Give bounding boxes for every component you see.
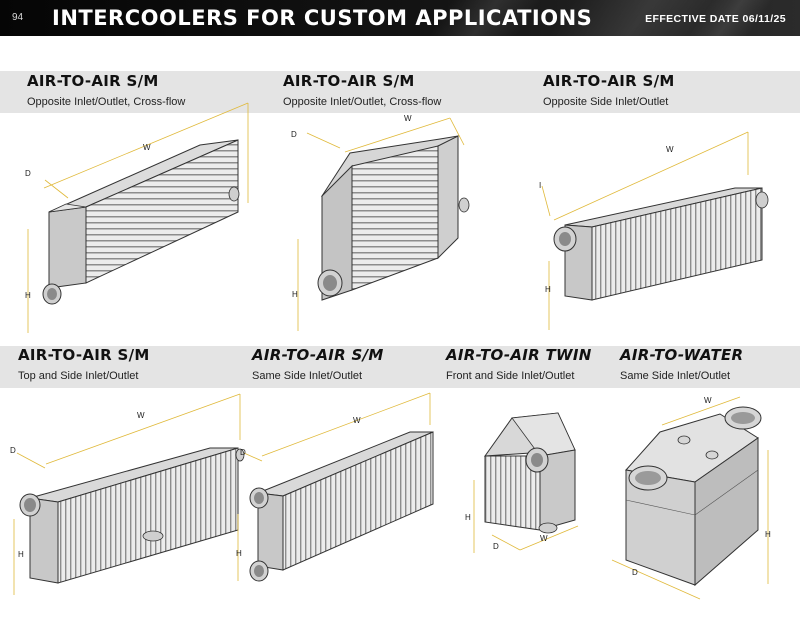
product-subtitle: Front and Side Inlet/Outlet	[446, 370, 575, 382]
dim-label-extra: I	[539, 181, 541, 190]
product-title: AIR-TO-WATER	[620, 346, 744, 364]
dim-label-height: H	[765, 530, 771, 539]
caption-band-bottom	[0, 346, 800, 388]
dim-label-depth: D	[240, 448, 246, 457]
dim-label-width: W	[353, 416, 361, 425]
product-subtitle: Same Side Inlet/Outlet	[620, 370, 731, 382]
dim-label-depth: D	[291, 130, 297, 139]
product-caption-6: AIR-TO-AIR TWIN Front and Side Inlet/Out…	[446, 346, 592, 382]
dim-label-width: W	[143, 143, 151, 152]
page-number: 94	[12, 12, 24, 23]
product-caption-4: AIR-TO-AIR S/M Top and Side Inlet/Outlet	[18, 346, 150, 382]
product-title: AIR-TO-AIR S/M	[283, 72, 415, 90]
dim-label-depth: D	[10, 446, 16, 455]
product-subtitle: Opposite Inlet/Outlet, Cross-flow	[283, 96, 442, 108]
effective-date: EFFECTIVE DATE 06/11/25	[645, 13, 786, 25]
page-title: INTERCOOLERS FOR CUSTOM APPLICATIONS	[52, 6, 593, 30]
intercooler-drawing-7: W H D	[611, 396, 771, 600]
product-caption-5: AIR-TO-AIR S/M Same Side Inlet/Outlet	[252, 346, 384, 382]
product-subtitle: Top and Side Inlet/Outlet	[18, 370, 139, 382]
product-caption-7: AIR-TO-WATER Same Side Inlet/Outlet	[620, 346, 743, 382]
product-title: AIR-TO-AIR S/M	[27, 72, 159, 90]
dim-label-depth: D	[632, 568, 638, 577]
product-caption-3: AIR-TO-AIR S/M Opposite Side Inlet/Outle…	[543, 72, 675, 108]
product-caption-1: AIR-TO-AIR S/M Opposite Inlet/Outlet, Cr…	[27, 72, 185, 108]
intercooler-drawing-2: W D H	[291, 114, 470, 331]
dim-label-width: W	[404, 114, 412, 123]
dim-label-width: W	[137, 411, 145, 420]
product-title: AIR-TO-AIR S/M	[252, 346, 384, 364]
dim-label-depth: D	[493, 542, 499, 551]
intercooler-drawing-5: W D H	[236, 392, 434, 582]
dim-label-height: H	[25, 291, 31, 300]
product-caption-2: AIR-TO-AIR S/M Opposite Inlet/Outlet, Cr…	[283, 72, 441, 108]
dim-label-depth: D	[25, 169, 31, 178]
product-subtitle: Same Side Inlet/Outlet	[252, 370, 363, 382]
intercooler-drawing-4: W D H	[10, 393, 245, 595]
product-title: AIR-TO-AIR TWIN	[446, 346, 592, 364]
product-subtitle: Opposite Side Inlet/Outlet	[543, 96, 669, 108]
dim-label-height: H	[18, 550, 24, 559]
caption-band-top	[0, 71, 800, 113]
dim-label-height: H	[545, 285, 551, 294]
product-subtitle: Opposite Inlet/Outlet, Cross-flow	[27, 96, 186, 108]
dim-label-height: H	[292, 290, 298, 299]
dim-label-width: W	[540, 534, 548, 543]
dim-label-width: W	[666, 145, 674, 154]
intercooler-drawing-6: H D W	[465, 412, 579, 553]
intercooler-drawing-1: W D H	[25, 102, 249, 333]
product-title: AIR-TO-AIR S/M	[543, 72, 675, 90]
dim-label-width: W	[704, 396, 712, 405]
dim-label-height: H	[465, 513, 471, 522]
intercooler-drawing-3: W I H	[539, 131, 769, 330]
dim-label-height: H	[236, 549, 242, 558]
page-header: 94 INTERCOOLERS FOR CUSTOM APPLICATIONS …	[0, 0, 800, 36]
product-title: AIR-TO-AIR S/M	[18, 346, 150, 364]
